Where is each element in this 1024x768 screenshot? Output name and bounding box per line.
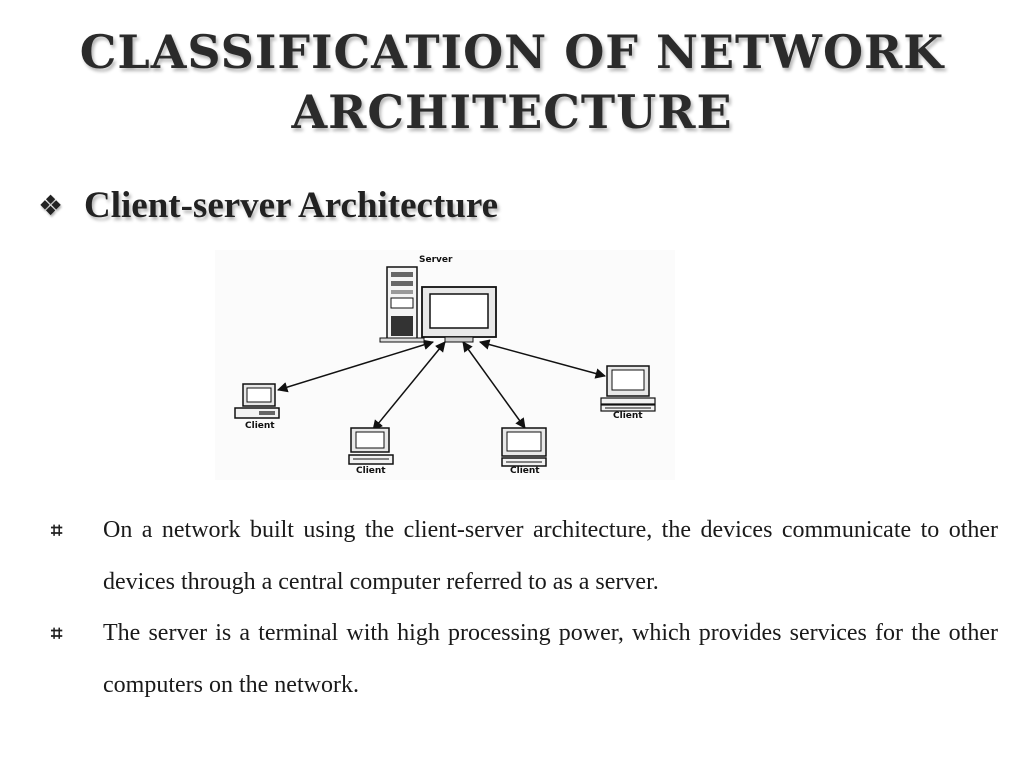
client-computer-icon-1 <box>234 383 280 419</box>
connection-line-client-4 <box>478 339 607 379</box>
hash-bullet-icon: ⌗ <box>51 621 63 645</box>
client-label-2: Client <box>356 466 386 476</box>
connection-line-client-3 <box>462 341 526 429</box>
client-computer-icon-4 <box>600 365 656 412</box>
client-server-diagram: Server Client Client Client Client <box>215 250 675 480</box>
server-monitor-icon <box>421 286 497 343</box>
bullet-text: The server is a terminal with high proce… <box>103 620 998 698</box>
server-label: Server <box>419 255 453 265</box>
network-diagram-svg <box>234 266 656 467</box>
bullet-item: ⌗ The server is a terminal with high pro… <box>48 608 998 711</box>
client-label-4: Client <box>613 411 643 421</box>
slide-title: Classification of Network Architecture <box>0 22 1024 142</box>
client-label-1: Client <box>245 421 275 431</box>
bullet-text: On a network built using the client-serv… <box>103 517 998 595</box>
connection-line-client-1 <box>276 339 435 393</box>
bullet-item: ⌗ On a network built using the client-se… <box>48 505 998 608</box>
section-heading: ❖ Client-server Architecture <box>38 180 498 230</box>
connection-line-client-2 <box>372 341 446 431</box>
client-computer-icon-2 <box>348 427 394 465</box>
diamond-bullet-icon: ❖ <box>38 188 64 222</box>
section-heading-text: Client-server Architecture <box>84 184 499 226</box>
hash-bullet-icon: ⌗ <box>51 518 63 542</box>
client-computer-icon-3 <box>501 427 547 467</box>
bullet-list: ⌗ On a network built using the client-se… <box>48 505 998 711</box>
server-tower-icon <box>379 266 425 343</box>
client-label-3: Client <box>510 466 540 476</box>
slide-title-line-1: Classification of Network <box>79 25 945 79</box>
slide-title-line-2: Architecture <box>291 85 733 139</box>
